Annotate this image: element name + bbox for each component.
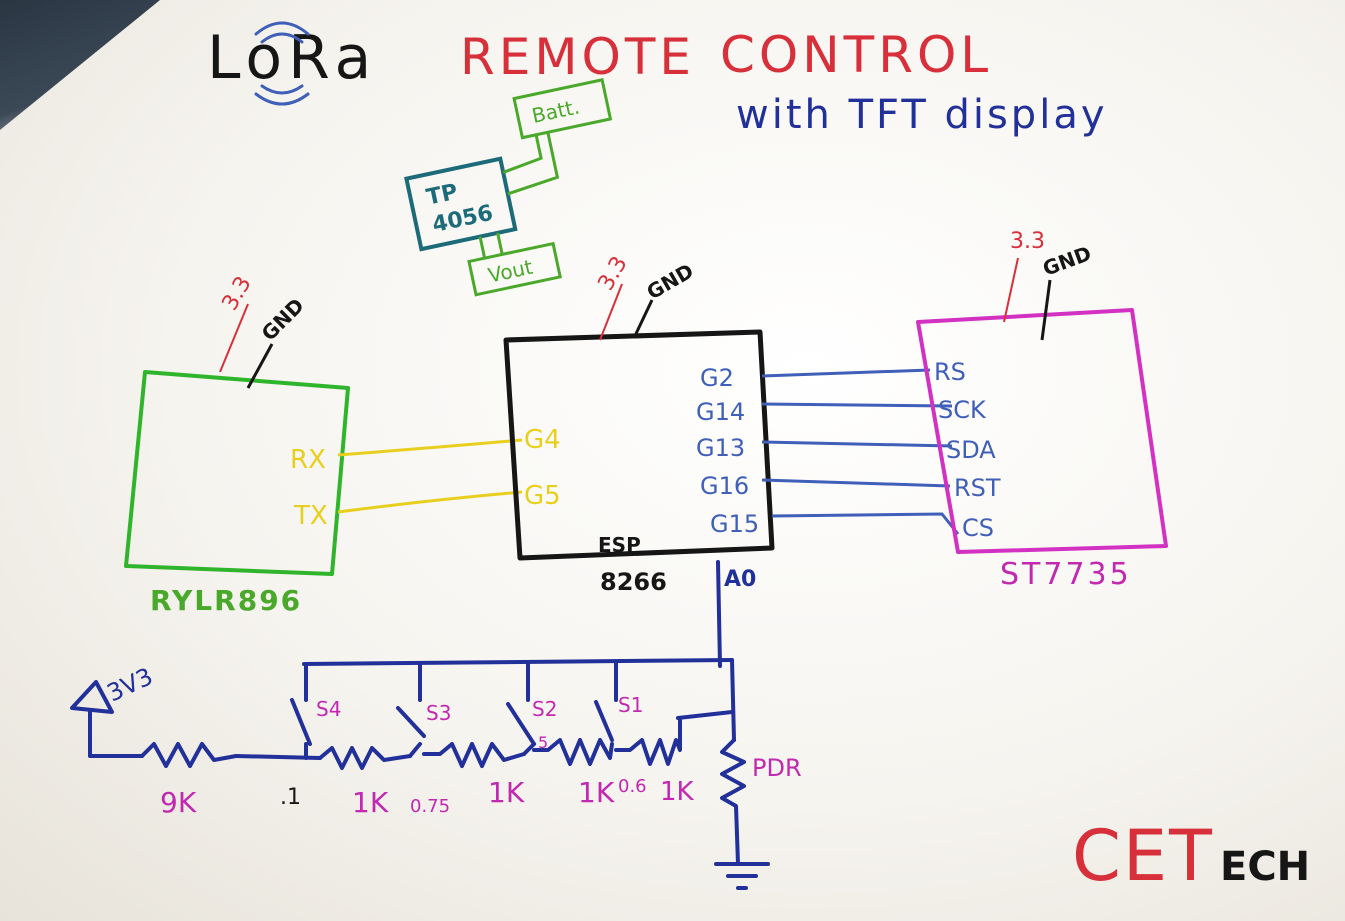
mcu-gnd-label: GND bbox=[643, 259, 698, 305]
display-vcc-label: 3.3 bbox=[1010, 229, 1045, 254]
display-pin-sck: SCK bbox=[938, 396, 987, 424]
mcu-pin-g16: G16 bbox=[700, 472, 749, 500]
title-block: LoRa REMOTE CONTROL with TFT display bbox=[207, 21, 1108, 138]
rx-wire bbox=[337, 438, 523, 457]
lora-gnd-label: GND bbox=[257, 293, 309, 345]
resistor-r2-label: 1K bbox=[488, 776, 525, 809]
mcu-module: 3.3 GND G4 G5 G2 G14 G13 G16 G15 ESP 826… bbox=[503, 252, 775, 596]
title-control: CONTROL bbox=[720, 26, 992, 84]
mcu-pin-g2: G2 bbox=[700, 364, 734, 392]
display-gnd-label: GND bbox=[1040, 241, 1095, 281]
lora-module: 3.3 GND RX TX RYLR896 bbox=[124, 272, 350, 617]
button-ladder bbox=[70, 560, 770, 890]
title-lora: LoRa bbox=[207, 23, 377, 93]
switch-s1-label: S1 bbox=[618, 693, 643, 717]
ground-icon bbox=[714, 862, 770, 890]
radio-waves-icon bbox=[254, 21, 310, 106]
brand-cet: CET bbox=[1072, 815, 1214, 897]
uart-wires bbox=[337, 438, 523, 514]
tx-wire bbox=[337, 490, 523, 514]
display-pin-rs: RS bbox=[934, 358, 966, 386]
resistor-r4 bbox=[614, 718, 682, 766]
charger-module: TP 4056 Batt. Vout bbox=[404, 78, 613, 297]
resistor-r3-label: 1K bbox=[578, 776, 615, 809]
resistor-pdr bbox=[720, 738, 746, 866]
mcu-name-line2: 8266 bbox=[600, 568, 667, 596]
lora-vcc-label: 3.3 bbox=[218, 272, 257, 315]
title-subtitle: with TFT display bbox=[736, 92, 1108, 138]
resistor-r1 bbox=[318, 746, 412, 770]
vout-box bbox=[467, 241, 562, 297]
switch-s3-label: S3 bbox=[426, 701, 451, 725]
brand-logo: CET ECH bbox=[1072, 815, 1310, 897]
lora-tx-label: TX bbox=[293, 501, 328, 531]
resistor-r3 bbox=[532, 738, 614, 766]
mcu-pin-g13: G13 bbox=[696, 434, 745, 462]
lora-rx-label: RX bbox=[290, 445, 326, 475]
tap-label-2: 0.6 bbox=[618, 776, 647, 797]
display-module: 3.3 GND RS SCK SDA RST CS ST7735 bbox=[916, 229, 1168, 592]
battery-label: Batt. bbox=[530, 94, 582, 127]
tap-label-1: 5 bbox=[538, 733, 548, 752]
voltage-label-1: .1 bbox=[280, 785, 301, 810]
mcu-pin-g5: G5 bbox=[524, 481, 561, 511]
display-pin-cs: CS bbox=[962, 514, 994, 542]
resistor-r4-label: 1K bbox=[660, 777, 695, 807]
mcu-pin-g14: G14 bbox=[696, 398, 745, 426]
supply-arrow-icon bbox=[70, 680, 114, 714]
resistor-pdr-label: PDR bbox=[752, 754, 802, 782]
display-pin-rst: RST bbox=[954, 474, 1001, 502]
display-box bbox=[916, 308, 1168, 554]
display-module-name: ST7735 bbox=[1000, 557, 1132, 592]
switch-s4-label: S4 bbox=[316, 697, 341, 721]
charger-chip-label: TP bbox=[424, 180, 460, 211]
mcu-adc-label: A0 bbox=[724, 567, 756, 592]
charger-wires bbox=[478, 131, 560, 259]
mcu-pin-g4: G4 bbox=[524, 425, 561, 455]
mcu-name-line1: ESP bbox=[598, 533, 641, 557]
voltage-label-2: 0.75 bbox=[410, 796, 450, 817]
resistor-r2 bbox=[422, 742, 526, 768]
ladder-labels: 3V3 9K .1 1K 0.75 1K 1K 0.6 1K 5 PDR S4 … bbox=[103, 662, 802, 819]
lora-module-name: RYLR896 bbox=[150, 584, 302, 617]
resistor-r1-label: 1K bbox=[352, 786, 389, 819]
switch-s2-label: S2 bbox=[532, 697, 557, 721]
brand-ech: ECH bbox=[1220, 844, 1310, 890]
lora-module-box bbox=[124, 370, 350, 576]
mcu-vcc-label: 3.3 bbox=[594, 252, 633, 295]
mcu-box bbox=[503, 329, 775, 561]
mcu-pin-g15: G15 bbox=[710, 510, 759, 538]
supply-label: 3V3 bbox=[103, 662, 157, 707]
display-pin-sda: SDA bbox=[946, 436, 996, 464]
battery-box bbox=[512, 78, 613, 140]
resistor-9k bbox=[140, 742, 238, 768]
resistor-9k-label: 9K bbox=[160, 786, 197, 819]
title-remote: REMOTE bbox=[460, 28, 695, 86]
